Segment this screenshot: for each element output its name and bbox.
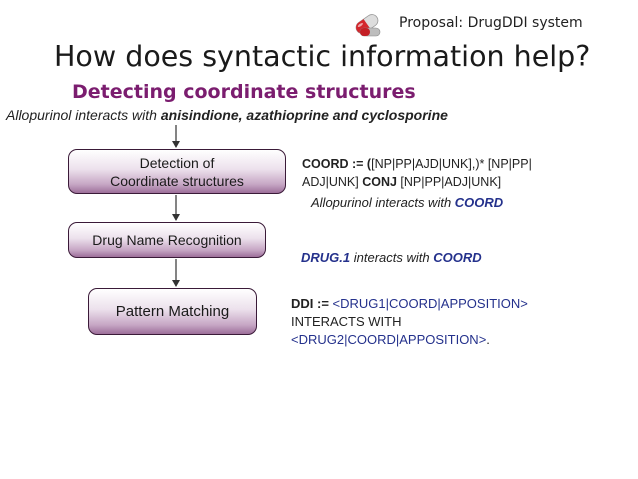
pattern-matching-box: Pattern Matching: [88, 288, 257, 335]
coord-rule-line2-end: [NP|PP|ADJ|UNK]: [396, 175, 502, 189]
drug-example: DRUG.1 interacts with COORD: [301, 250, 482, 265]
coord-rule-line2-start: ADJ|UNK]: [302, 175, 363, 189]
coord-example-highlight: COORD: [454, 195, 504, 210]
slide-title: How does syntactic information help?: [54, 40, 591, 73]
detection-box-line2: Coordinate structures: [110, 172, 244, 189]
drug-name-recognition-box: Drug Name Recognition: [68, 222, 266, 258]
drug-example-text: interacts with: [350, 250, 434, 265]
drug-example-highlight: COORD: [433, 250, 482, 265]
ddi-rule-part2: <DRUG2|COORD|APPOSITION>: [291, 332, 487, 347]
recognition-box-label: Drug Name Recognition: [92, 232, 242, 248]
matching-box-label: Pattern Matching: [115, 302, 230, 320]
ddi-rule-end: .: [486, 332, 490, 347]
sentence-prefix: Allopurinol interacts with: [6, 107, 161, 123]
ddi-rule-keyword: DDI :=: [291, 296, 333, 311]
capsule-pill-icon: [355, 14, 381, 37]
ddi-rule-interacts: INTERACTS WITH: [291, 314, 402, 329]
coord-rule-line1: [NP|PP|AJD|UNK],)* [NP|PP|: [371, 157, 532, 171]
coord-rule-keyword: COORD := (: [302, 157, 372, 171]
ddi-rule: DDI := <DRUG1|COORD|APPOSITION> INTERACT…: [291, 295, 528, 349]
coord-rule: COORD := ([NP|PP|AJD|UNK],)* [NP|PP| ADJ…: [302, 155, 532, 191]
sentence-drugs: anisindione, azathioprine and cyclospori…: [160, 107, 448, 123]
coord-example: Allopurinol interacts with COORD: [311, 195, 503, 210]
example-sentence: Allopurinol interacts with anisindione, …: [6, 107, 448, 123]
slide-subtitle: Detecting coordinate structures: [72, 81, 416, 103]
detection-coordinate-box: Detection of Coordinate structures: [68, 149, 286, 194]
header-title: Proposal: DrugDDI system: [399, 15, 583, 31]
drug-example-drug: DRUG.1: [301, 250, 351, 265]
coord-rule-conj: CONJ: [362, 175, 397, 189]
detection-box-line1: Detection of: [139, 154, 215, 171]
ddi-rule-part1: <DRUG1|COORD|APPOSITION>: [332, 296, 528, 311]
coord-example-text: Allopurinol interacts with: [311, 195, 455, 210]
